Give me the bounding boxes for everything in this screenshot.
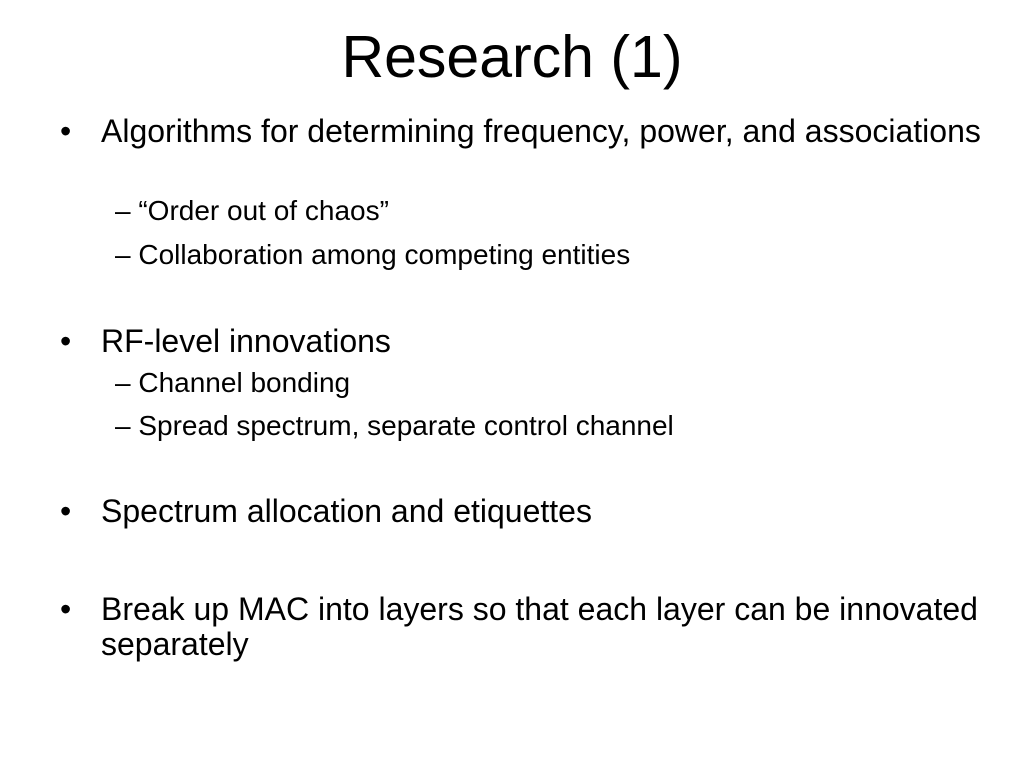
sub-bullet: – “Order out of chaos”: [115, 195, 389, 226]
sub-bullet: – Collaboration among competing entities: [115, 239, 631, 270]
slide-title: Research (1): [341, 24, 683, 90]
sub-bullet: – Channel bonding: [115, 367, 351, 398]
bullet-3: •Spectrum allocation and etiquettes: [60, 493, 592, 529]
bullet-2: •RF-level innovations: [60, 323, 391, 359]
sub-bullet: – Spread spectrum, separate control chan…: [115, 410, 674, 441]
bullet-4: •Break up MAC into layers so that each l…: [60, 591, 978, 662]
bullet-1: •Algorithms for determining frequency, p…: [60, 113, 981, 149]
